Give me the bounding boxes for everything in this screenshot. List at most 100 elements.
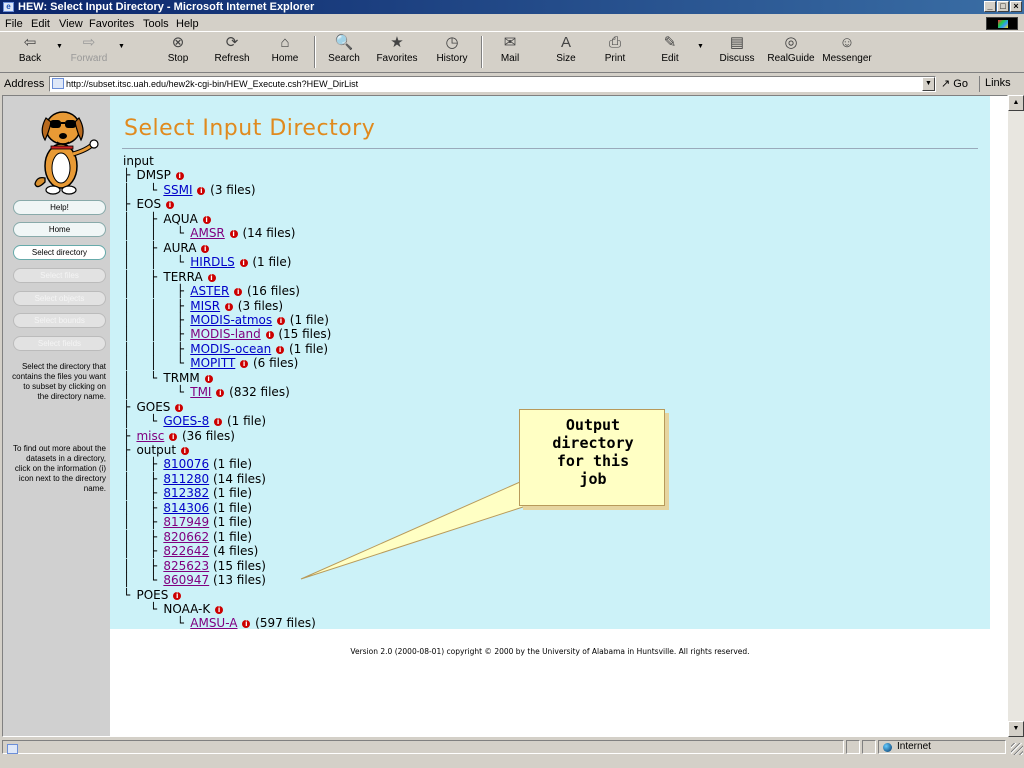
directory-link[interactable]: 811280 bbox=[163, 471, 210, 486]
directory-link[interactable]: 820662 bbox=[163, 529, 210, 544]
tree-branch: ├ bbox=[123, 443, 137, 457]
forward-button[interactable]: ⇨ Forward bbox=[63, 34, 115, 70]
mail-button[interactable]: ✉ Mail bbox=[484, 34, 536, 70]
directory-link[interactable]: 860947 bbox=[163, 573, 210, 588]
info-icon[interactable]: i bbox=[224, 302, 233, 311]
messenger-button[interactable]: ☺ Messenger bbox=[817, 34, 877, 70]
info-icon[interactable]: i bbox=[173, 591, 182, 600]
favorites-button[interactable]: ★ Favorites bbox=[371, 34, 423, 70]
history-icon: ◷ bbox=[445, 34, 459, 51]
directory-link[interactable]: 825623 bbox=[163, 558, 210, 573]
size-button[interactable]: A Size bbox=[540, 34, 592, 70]
tree-row: │ ├ AURA i bbox=[123, 241, 210, 256]
address-dropdown-icon[interactable]: ▼ bbox=[922, 77, 935, 91]
directory-link[interactable]: AMSU-A bbox=[190, 616, 238, 631]
info-icon[interactable]: i bbox=[242, 620, 251, 629]
directory-link[interactable]: 814306 bbox=[163, 500, 210, 515]
info-icon[interactable]: i bbox=[216, 389, 225, 398]
directory-link[interactable]: HIRDLS bbox=[190, 255, 235, 270]
info-icon[interactable]: i bbox=[234, 288, 243, 297]
file-count: (1 file) bbox=[289, 312, 329, 327]
directory-link[interactable]: MODIS-atmos bbox=[190, 312, 273, 327]
tree-row: └ AMSU-A i (597 files) bbox=[123, 616, 316, 631]
menu-file[interactable]: File bbox=[5, 18, 23, 30]
search-button[interactable]: 🔍 Search bbox=[318, 34, 370, 70]
info-icon[interactable]: i bbox=[197, 186, 206, 195]
close-button[interactable]: × bbox=[1010, 1, 1022, 12]
help-nav-button[interactable]: Help! bbox=[13, 200, 106, 215]
refresh-button[interactable]: ⟳ Refresh bbox=[206, 34, 258, 70]
info-icon[interactable]: i bbox=[175, 403, 184, 412]
info-icon[interactable]: i bbox=[207, 273, 216, 282]
info-icon[interactable]: i bbox=[214, 418, 223, 427]
menu-view[interactable]: View bbox=[59, 18, 83, 30]
scroll-down-icon[interactable]: ▼ bbox=[1008, 721, 1024, 737]
tree-branch: │ ├ bbox=[123, 211, 164, 226]
info-icon[interactable]: i bbox=[239, 259, 248, 268]
directory-link[interactable]: AMSR bbox=[190, 226, 225, 241]
links-button[interactable]: Links bbox=[979, 76, 1023, 92]
toolbar: ⇦ Back ▼ ⇨ Forward ▼ ⊗ Stop ⟳ Refresh ⌂ … bbox=[0, 31, 1024, 73]
info-icon[interactable]: i bbox=[165, 201, 174, 210]
realguide-button[interactable]: ◎ RealGuide bbox=[761, 34, 821, 70]
back-dropdown-icon[interactable]: ▼ bbox=[56, 43, 63, 50]
info-icon[interactable]: i bbox=[175, 172, 184, 181]
print-button[interactable]: ⎙ Print bbox=[589, 34, 641, 70]
copyright-footer: Version 2.0 (2000-08-01) copyright © 200… bbox=[350, 647, 750, 656]
menu-tools[interactable]: Tools bbox=[143, 18, 169, 30]
page-viewport: Help! Home Select directory Select files… bbox=[2, 95, 1008, 737]
status-bar: Internet bbox=[0, 738, 1024, 756]
go-button[interactable]: ↗ Go bbox=[941, 78, 968, 90]
stop-icon: ⊗ bbox=[171, 34, 185, 51]
directory-link[interactable]: misc bbox=[136, 428, 165, 443]
directory-link[interactable]: SSMI bbox=[163, 182, 193, 197]
directory-link[interactable]: 822642 bbox=[163, 544, 210, 559]
info-icon[interactable]: i bbox=[265, 331, 274, 340]
info-icon[interactable]: i bbox=[229, 230, 238, 239]
select-directory-nav-button[interactable]: Select directory bbox=[13, 245, 106, 260]
edit-button[interactable]: ✎ Edit bbox=[644, 34, 696, 70]
info-icon[interactable]: i bbox=[276, 345, 285, 354]
info-icon[interactable]: i bbox=[202, 215, 211, 224]
menu-help[interactable]: Help bbox=[176, 18, 199, 30]
vertical-scrollbar[interactable]: ▲ ▼ bbox=[1008, 95, 1024, 737]
info-icon[interactable]: i bbox=[240, 360, 249, 369]
forward-dropdown-icon[interactable]: ▼ bbox=[118, 43, 125, 50]
back-icon: ⇦ bbox=[23, 34, 37, 51]
info-icon[interactable]: i bbox=[169, 432, 178, 441]
discuss-button[interactable]: ▤ Discuss bbox=[711, 34, 763, 70]
tree-branch: │ └ bbox=[123, 573, 164, 588]
directory-link[interactable]: 817949 bbox=[163, 515, 210, 530]
home-button[interactable]: ⌂ Home bbox=[259, 34, 311, 70]
menu-edit[interactable]: Edit bbox=[31, 18, 50, 30]
directory-link[interactable]: ASTER bbox=[190, 284, 230, 299]
tree-branch: │ ├ bbox=[123, 240, 164, 255]
stop-button[interactable]: ⊗ Stop bbox=[152, 34, 204, 70]
directory-link[interactable]: TMI bbox=[190, 385, 212, 400]
ie-page-icon[interactable]: e bbox=[3, 2, 14, 12]
info-icon[interactable]: i bbox=[204, 374, 213, 383]
menu-favorites[interactable]: Favorites bbox=[89, 18, 135, 30]
directory-link[interactable]: 810076 bbox=[163, 457, 210, 472]
directory-link[interactable]: MOPITT bbox=[190, 356, 236, 371]
info-icon[interactable]: i bbox=[201, 244, 210, 253]
resize-grip[interactable] bbox=[1011, 743, 1023, 755]
directory-link[interactable]: MODIS-land bbox=[190, 327, 261, 342]
directory-link[interactable]: GOES-8 bbox=[163, 414, 210, 429]
edit-dropdown-icon[interactable]: ▼ bbox=[697, 43, 704, 50]
scroll-up-icon[interactable]: ▲ bbox=[1008, 95, 1024, 111]
home-nav-button[interactable]: Home bbox=[13, 222, 106, 237]
window-titlebar[interactable]: e HEW: Select Input Directory - Microsof… bbox=[0, 0, 1024, 14]
maximize-button[interactable]: □ bbox=[997, 1, 1009, 12]
info-icon[interactable]: i bbox=[276, 316, 285, 325]
history-button[interactable]: ◷ History bbox=[426, 34, 478, 70]
minimize-button[interactable]: _ bbox=[984, 1, 996, 12]
info-icon[interactable]: i bbox=[180, 447, 189, 455]
directory-link[interactable]: MODIS-ocean bbox=[190, 341, 272, 356]
info-icon[interactable]: i bbox=[215, 605, 224, 614]
directory-link[interactable]: 812382 bbox=[163, 486, 210, 501]
address-input[interactable]: http://subset.itsc.uah.edu/hew2k-cgi-bin… bbox=[49, 76, 936, 92]
directory-link[interactable]: MISR bbox=[190, 298, 221, 313]
tree-row: │ ├ TERRA i bbox=[123, 270, 217, 285]
back-button[interactable]: ⇦ Back bbox=[4, 34, 56, 70]
